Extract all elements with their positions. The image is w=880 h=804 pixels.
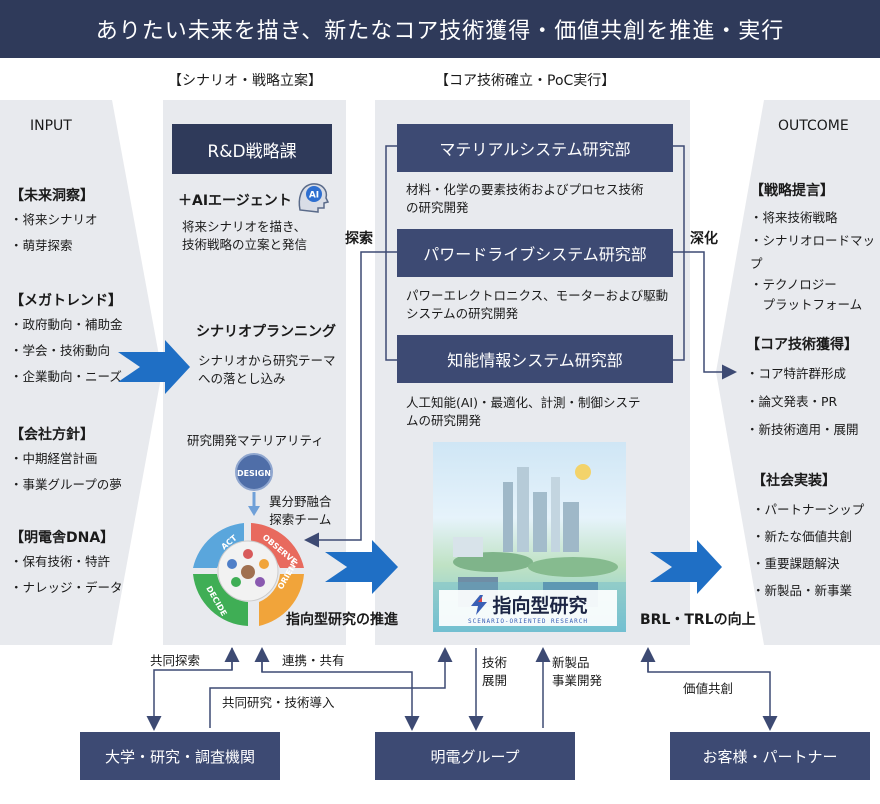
dept-material-desc: 材料・化学の要素技術およびプロセス技術 の研究開発 [406, 182, 644, 215]
outcome-item: ・シナリオロードマップ [750, 233, 876, 271]
input-group-1: 【メガトレンド】 ・政府動向・補助金 ・学会・技術動向 ・企業動向・ニーズ [10, 290, 123, 390]
meiden-group-box: 明電グループ [375, 732, 575, 780]
outcome-item: ・テクノロジー [750, 277, 837, 292]
outcome-group-0: 【戦略提言】 ・将来技術戦略 ・シナリオロードマップ ・テクノロジー プラットフ… [750, 180, 880, 315]
outcome-item: ・将来技術戦略 [750, 210, 838, 225]
outcome-group-1: 【コア技術獲得】 ・コア特許群形成 ・論文発表・PR ・新技術適用・展開 [746, 334, 859, 444]
customer-partner-box: お客様・パートナー [670, 732, 870, 780]
input-item: ・保有技術・特許 [10, 554, 111, 569]
brl-trl-label: BRL・TRLの向上 [640, 612, 756, 628]
ai-badge-text: AI [309, 191, 319, 201]
joint-explore-label: 共同探索 [150, 653, 201, 668]
input-group-0: 【未来洞察】 ・将来シナリオ ・萌芽探索 [10, 185, 98, 259]
input-heading: 【未来洞察】 [10, 188, 94, 204]
input-item: ・萌芽探索 [10, 238, 73, 253]
logo-subtitle: SCENARIO-ORIENTED RESEARCH [468, 618, 588, 625]
outcome-item: ・新技術適用・展開 [746, 422, 859, 437]
logo-text: 指向型研究 [492, 595, 588, 617]
outcome-item: プラットフォーム [750, 297, 863, 312]
act-segment [193, 523, 244, 568]
input-heading: 【明電舎DNA】 [10, 530, 115, 546]
scenario-planning-title: シナリオプランニング [196, 324, 336, 340]
university-box: 大学・研究・調査機関 [80, 732, 280, 780]
input-group-2: 【会社方針】 ・中期経営計画 ・事業グループの夢 [10, 424, 122, 498]
ai-description: 将来シナリオを描き、 技術戦略の立案と発信 [182, 219, 308, 252]
ai-agent-label: ＋AIエージェント [178, 193, 292, 209]
ooda-cycle-diagram: DESIGN ACT OBSERVE ORIENT DECIDE [193, 453, 304, 626]
outcome-item: ・新製品・新事業 [752, 583, 853, 598]
input-heading: 【メガトレンド】 [10, 293, 122, 309]
input-item: ・政府動向・補助金 [10, 317, 123, 332]
collab-label: 連携・共有 [282, 653, 345, 668]
column-header-scenario: 【シナリオ・戦略立案】 [168, 73, 322, 89]
tech-deploy-label: 技術 展開 [482, 655, 508, 688]
input-heading: 【会社方針】 [10, 427, 94, 443]
outcome-heading: 【コア技術獲得】 [746, 337, 858, 353]
input-group-3: 【明電舎DNA】 ・保有技術・特許 ・ナレッジ・データ [10, 527, 123, 601]
input-item: ・学会・技術動向 [10, 343, 111, 358]
joint-research-label: 共同研究・技術導入 [222, 695, 335, 710]
logo-bolt-icon [471, 594, 488, 615]
decide-segment [193, 574, 248, 626]
outcome-item: ・コア特許群形成 [746, 366, 847, 381]
value-cocreation-label: 価値共創 [683, 681, 734, 696]
observe-segment [251, 523, 304, 568]
core-to-outcome-arrow [650, 540, 722, 594]
input-item: ・ナレッジ・データ [10, 580, 123, 595]
design-text: DESIGN [237, 469, 271, 478]
dept-powerdrive-desc: パワーエレクトロニクス、モーターおよび駆動 システムの研究開発 [406, 288, 669, 321]
promotion-label: 指向型研究の推進 [286, 612, 398, 628]
input-to-scenario-arrow [118, 340, 190, 394]
outcome-item: ・パートナーシップ [752, 502, 865, 517]
outcome-title: OUTCOME [778, 118, 849, 134]
explore-label: 探索 [345, 231, 373, 247]
dept-powerdrive-box: パワードライブシステム研究部 [397, 229, 673, 277]
dept-intelligent-box: 知能情報システム研究部 [397, 335, 673, 383]
rd-strategy-box: R&D戦略課 [172, 124, 332, 174]
input-item: ・企業動向・ニーズ [10, 369, 122, 384]
outcome-item: ・論文発表・PR [746, 394, 838, 409]
outcome-group-2: 【社会実装】 ・パートナーシップ ・新たな価値共創 ・重要課題解決 ・新製品・新… [752, 470, 864, 604]
scenario-to-core-arrow [325, 540, 398, 594]
page-title: ありたい未来を描き、新たなコア技術獲得・価値共創を推進・実行 [0, 0, 880, 58]
outcome-heading: 【戦略提言】 [750, 183, 834, 199]
outcome-heading: 【社会実装】 [752, 473, 836, 489]
ai-brain-icon: AI [296, 180, 330, 213]
dept-intelligent-desc: 人工知能(AI)・最適化、計測・制御システ ムの研究開発 [406, 395, 641, 428]
new-product-label: 新製品 事業開発 [552, 655, 603, 688]
input-item: ・事業グループの夢 [10, 477, 122, 492]
materiality-label: 研究開発マテリアリティ [187, 433, 324, 448]
outcome-item: ・重要課題解決 [752, 556, 840, 571]
logo-plate: 指向型研究 SCENARIO-ORIENTED RESEARCH [439, 590, 617, 626]
deepen-label: 深化 [690, 231, 718, 247]
column-header-core: 【コア技術確立・PoC実行】 [435, 73, 616, 89]
orient-segment [259, 574, 304, 626]
input-item: ・中期経営計画 [10, 451, 98, 466]
design-circle [235, 453, 273, 491]
input-item: ・将来シナリオ [10, 212, 98, 227]
future-city-illustration: 指向型研究 SCENARIO-ORIENTED RESEARCH [433, 442, 626, 632]
scenario-planning-desc: シナリオから研究テーマ への落とし込み [198, 353, 336, 386]
dept-material-box: マテリアルシステム研究部 [397, 124, 673, 172]
outcome-item: ・新たな価値共創 [752, 529, 853, 544]
input-title: INPUT [30, 118, 72, 134]
